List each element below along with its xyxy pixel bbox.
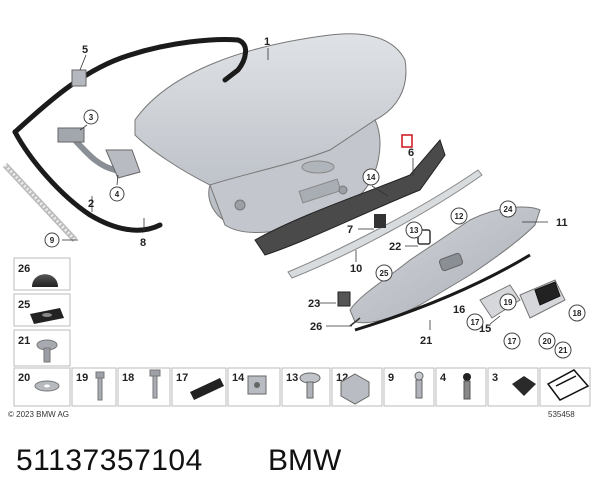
callout-8: 8 — [140, 237, 146, 249]
legend-17: 17 — [176, 372, 188, 384]
badge-18: 18 — [568, 304, 586, 322]
seal-strip — [354, 253, 531, 332]
legend-4: 4 — [440, 372, 447, 384]
badge-21: 21 — [554, 341, 572, 359]
trim-strip — [287, 169, 483, 279]
badge-17b: 17 — [503, 332, 521, 350]
badge-4: 4 — [109, 186, 125, 202]
callout-5: 5 — [82, 44, 88, 56]
legend-side: 26 25 21 — [13, 257, 71, 367]
brand-name: BMW — [268, 444, 342, 477]
svg-text:19: 19 — [504, 298, 513, 307]
part-7 — [374, 214, 386, 228]
nut-icon — [340, 373, 370, 405]
badge-25: 24 — [499, 200, 517, 218]
badge-26: 25 — [375, 264, 393, 282]
svg-text:17: 17 — [471, 318, 480, 327]
parts-diagram: 1 2 5 6 7 8 10 11 15 16 21 22 23 26 3 4 … — [2, 33, 591, 419]
bump-stop-icon — [32, 274, 58, 287]
diagram-number: 535458 — [548, 410, 575, 419]
screw-19-icon — [149, 369, 161, 377]
callout-27: 26 — [310, 321, 322, 333]
badge-19: 19 — [499, 293, 517, 311]
callout-24: 23 — [308, 298, 320, 310]
svg-text:17: 17 — [508, 337, 517, 346]
svg-text:12: 12 — [455, 212, 464, 221]
legend-21: 21 — [18, 335, 30, 347]
badge-13: 13 — [405, 221, 423, 239]
legend-18: 18 — [122, 372, 134, 384]
part-number: 51137357104 — [16, 444, 203, 477]
copyright-text: © 2023 BMW AG — [8, 410, 69, 419]
badge-20: 20 — [538, 332, 556, 350]
svg-text:9: 9 — [50, 236, 55, 245]
svg-text:3: 3 — [89, 113, 94, 122]
callout-23: 22 — [389, 241, 401, 253]
legend-bottom: 20 19 18 17 14 13 12 9 4 3 — [13, 367, 591, 407]
callout-2: 2 — [88, 198, 94, 210]
svg-text:18: 18 — [573, 309, 582, 318]
callout-6: 6 — [408, 147, 414, 159]
hinge-bracket — [57, 69, 141, 179]
callout-22: 21 — [420, 335, 432, 347]
badge-17a: 17 — [466, 313, 484, 331]
moulding-strip — [254, 134, 446, 256]
pin-icon — [414, 371, 424, 381]
nut-3-icon — [512, 376, 536, 396]
legend-25: 25 — [18, 299, 30, 311]
svg-text:4: 4 — [115, 190, 120, 199]
legend-20: 20 — [18, 372, 30, 384]
callout-10: 10 — [350, 263, 362, 275]
bolt-icon — [95, 371, 105, 379]
svg-text:21: 21 — [559, 346, 568, 355]
legend-13: 13 — [286, 372, 298, 384]
part-27 — [349, 317, 361, 327]
badge-9: 9 — [44, 232, 60, 248]
legend-19: 19 — [76, 372, 88, 384]
part-24 — [337, 291, 351, 307]
svg-text:14: 14 — [367, 173, 376, 182]
highlight-box — [401, 134, 413, 148]
callout-16: 16 — [453, 304, 465, 316]
gas-struts — [2, 162, 78, 243]
legend-26: 26 — [18, 263, 30, 275]
badge-3: 3 — [83, 109, 99, 125]
svg-text:13: 13 — [410, 226, 419, 235]
callout-1: 1 — [264, 36, 270, 48]
leader-lines — [62, 48, 548, 330]
svg-text:25: 25 — [380, 269, 389, 278]
svg-text:24: 24 — [504, 205, 513, 214]
callout-7: 7 — [347, 224, 353, 236]
callout-11: 11 — [556, 217, 568, 229]
badge-12: 12 — [450, 207, 468, 225]
legend-3: 3 — [492, 372, 498, 384]
strip-pad-icon — [190, 378, 224, 400]
footer: 51137357104 BMW — [10, 436, 590, 496]
plate-bracket — [479, 279, 566, 319]
svg-text:20: 20 — [543, 337, 552, 346]
badge-14: 14 — [362, 168, 380, 186]
legend-14: 14 — [232, 372, 245, 384]
gasket-seal — [12, 37, 248, 233]
arrow-icon — [546, 369, 590, 401]
legend-9: 9 — [388, 372, 394, 384]
screw-4-icon — [463, 373, 471, 381]
